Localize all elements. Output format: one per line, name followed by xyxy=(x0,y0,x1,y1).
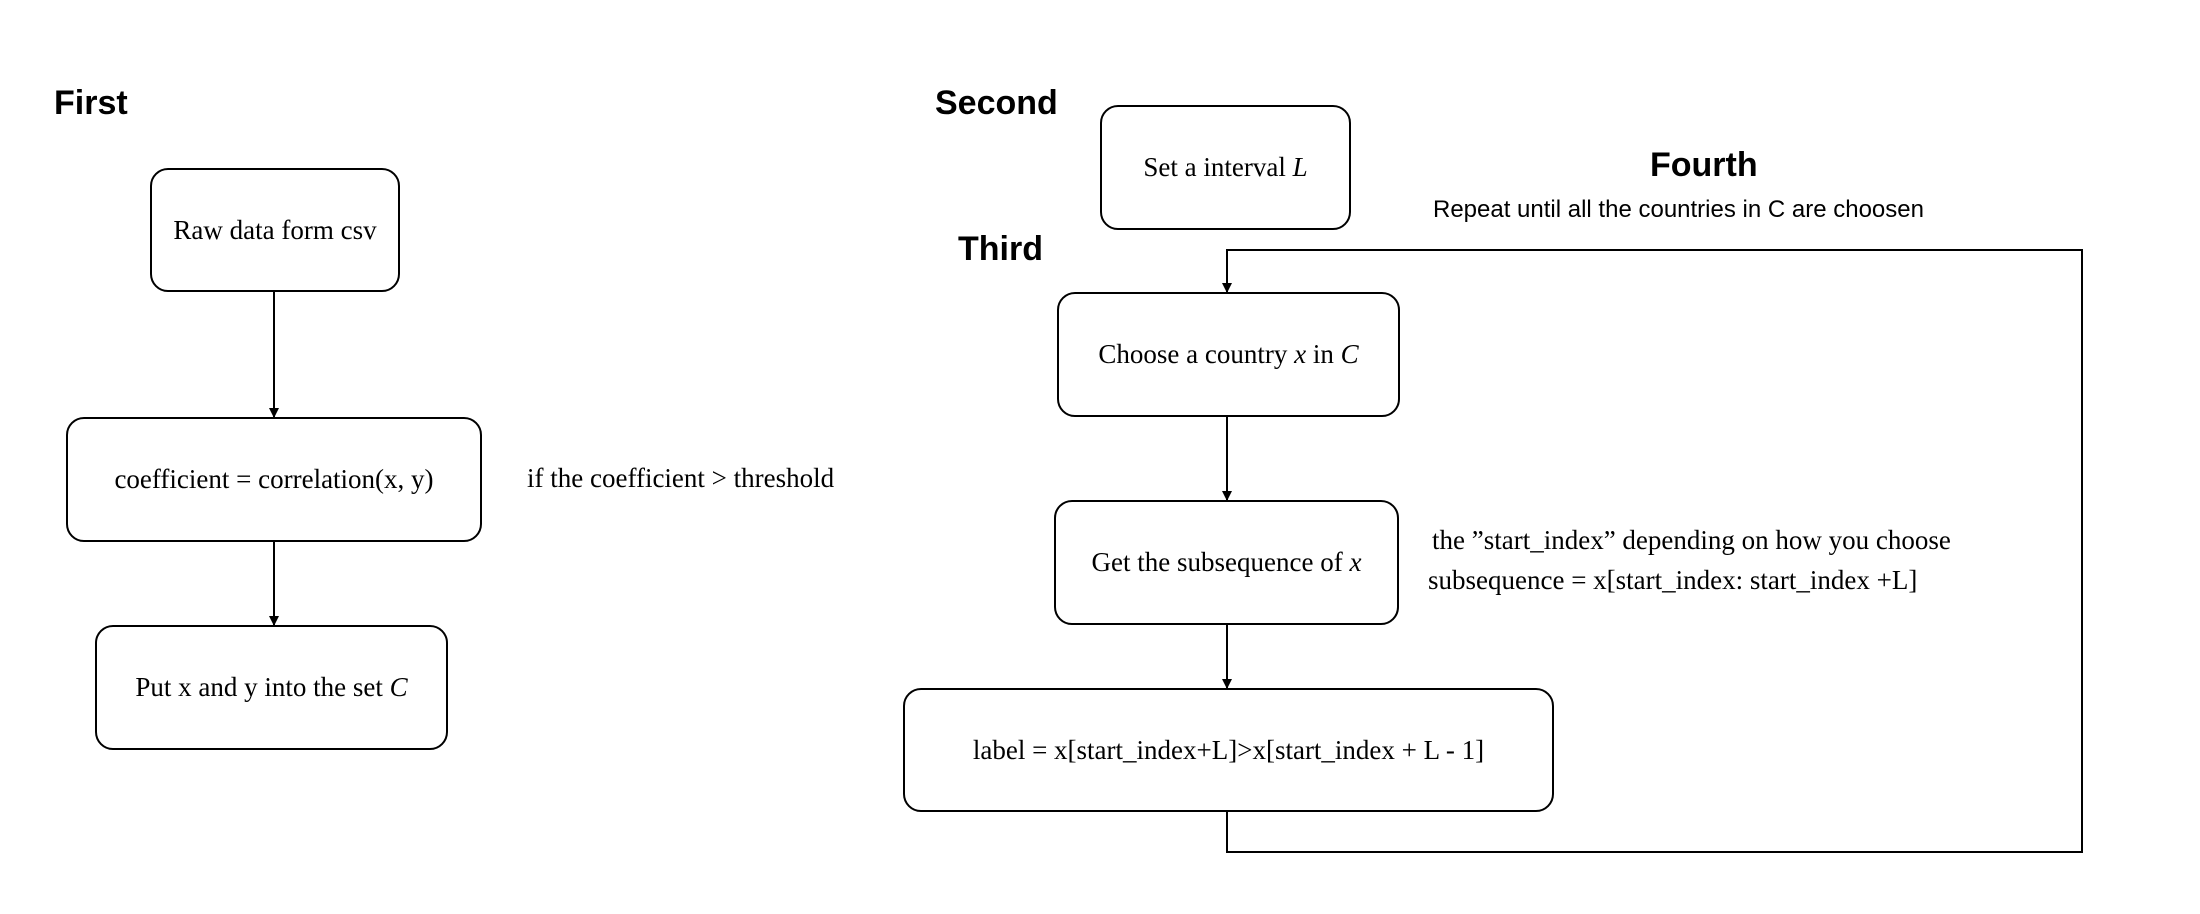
choose-country-in: in xyxy=(1306,339,1341,369)
set-interval-label: Set a interval xyxy=(1143,152,1293,182)
get-subsequence-label: Get the subsequence of xyxy=(1091,547,1350,577)
label-formula-box: label = x[start_index+L]>x[start_index +… xyxy=(903,688,1554,812)
heading-third: Third xyxy=(958,230,1043,268)
choose-country-box: Choose a country x in C xyxy=(1057,292,1400,417)
repeat-note: Repeat until all the countries in C are … xyxy=(1433,196,1924,223)
heading-second: Second xyxy=(935,84,1058,122)
country-x-symbol: x xyxy=(1294,339,1307,369)
subsequence-x-symbol: x xyxy=(1349,547,1362,577)
choose-country-label: Choose a country xyxy=(1098,339,1295,369)
loop-arrow-repeat xyxy=(1222,249,2083,853)
set-c-symbol: C xyxy=(1340,339,1359,369)
heading-first: First xyxy=(54,84,128,122)
heading-fourth: Fourth xyxy=(1650,146,1758,184)
set-c-symbol: C xyxy=(389,672,408,702)
subsequence-formula: subsequence = x[start_index: start_index… xyxy=(1428,565,1918,595)
coefficient-box: coefficient = correlation(x, y) xyxy=(66,417,482,542)
get-subsequence-box: Get the subsequence of x xyxy=(1054,500,1399,625)
interval-l-symbol: L xyxy=(1292,152,1308,182)
set-interval-box: Set a interval L xyxy=(1100,105,1351,230)
put-into-set-label: Put x and y into the set xyxy=(135,672,390,702)
threshold-condition: if the coefficient > threshold xyxy=(527,463,835,493)
raw-data-box: Raw data form csv xyxy=(150,168,400,292)
coefficient-label: coefficient = correlation(x, y) xyxy=(114,464,434,494)
raw-data-label: Raw data form csv xyxy=(173,214,377,245)
put-into-set-box: Put x and y into the set C xyxy=(95,625,448,750)
start-index-note: the ”start_index” depending on how you c… xyxy=(1432,525,1951,555)
label-formula: label = x[start_index+L]>x[start_index +… xyxy=(972,734,1485,765)
